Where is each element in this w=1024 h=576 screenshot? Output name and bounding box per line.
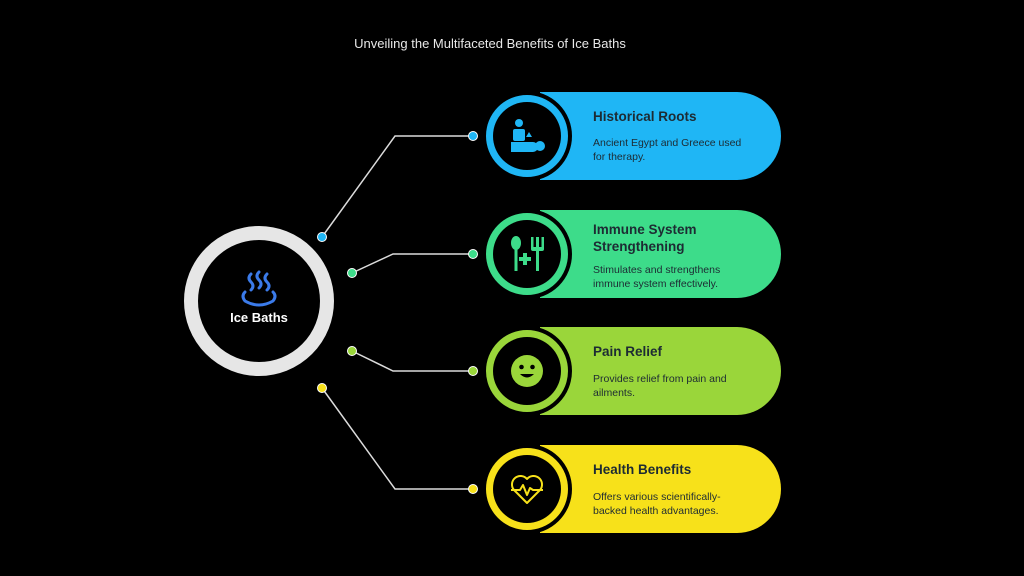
connector-dot bbox=[317, 383, 327, 393]
connector-dot bbox=[468, 366, 478, 376]
icon-ring bbox=[482, 326, 572, 416]
smiley-face-icon bbox=[511, 355, 543, 387]
connector-dot bbox=[468, 484, 478, 494]
massage-therapy-icon bbox=[511, 119, 545, 152]
nutrition-health-icon bbox=[511, 236, 544, 271]
card-description: Ancient Egypt and Greece used for therap… bbox=[593, 137, 742, 163]
card-description: Stimulates and strengthens immune system… bbox=[593, 264, 721, 290]
card-title: Historical Roots bbox=[593, 109, 697, 124]
connector-pain bbox=[351, 350, 473, 372]
connector-dot bbox=[317, 232, 327, 242]
diagram-title: Unveiling the Multifaceted Benefits of I… bbox=[354, 36, 626, 51]
hub-label: Ice Baths bbox=[230, 310, 288, 325]
card-description: Provides relief from pain and ailments. bbox=[593, 373, 727, 399]
connector-historical bbox=[321, 135, 473, 238]
card-historical-roots: Historical Roots Ancient Egypt and Greec… bbox=[540, 92, 781, 180]
heart-pulse-icon bbox=[511, 475, 543, 504]
connector-dot bbox=[347, 346, 357, 356]
card-title: Health Benefits bbox=[593, 462, 692, 477]
connector-immune bbox=[351, 253, 473, 274]
card-description: Offers various scientifically-backed hea… bbox=[593, 491, 721, 517]
card-health-benefits: Health Benefits Offers various scientifi… bbox=[540, 445, 781, 533]
card-immune-system: Immune System Strengthening Stimulates a… bbox=[540, 210, 781, 298]
icon-ring bbox=[482, 209, 572, 299]
icon-ring bbox=[482, 444, 572, 534]
card-title: Pain Relief bbox=[593, 344, 663, 359]
connector-dot bbox=[468, 249, 478, 259]
icon-ring bbox=[482, 91, 572, 181]
connector-dot bbox=[347, 268, 357, 278]
card-title: Immune System Strengthening bbox=[593, 222, 697, 254]
hub-node: Ice Baths bbox=[184, 226, 334, 376]
hot-spring-icon bbox=[241, 270, 277, 307]
connector-health bbox=[321, 387, 473, 490]
card-pain-relief: Pain Relief Provides relief from pain an… bbox=[540, 327, 781, 415]
connector-dot bbox=[468, 131, 478, 141]
